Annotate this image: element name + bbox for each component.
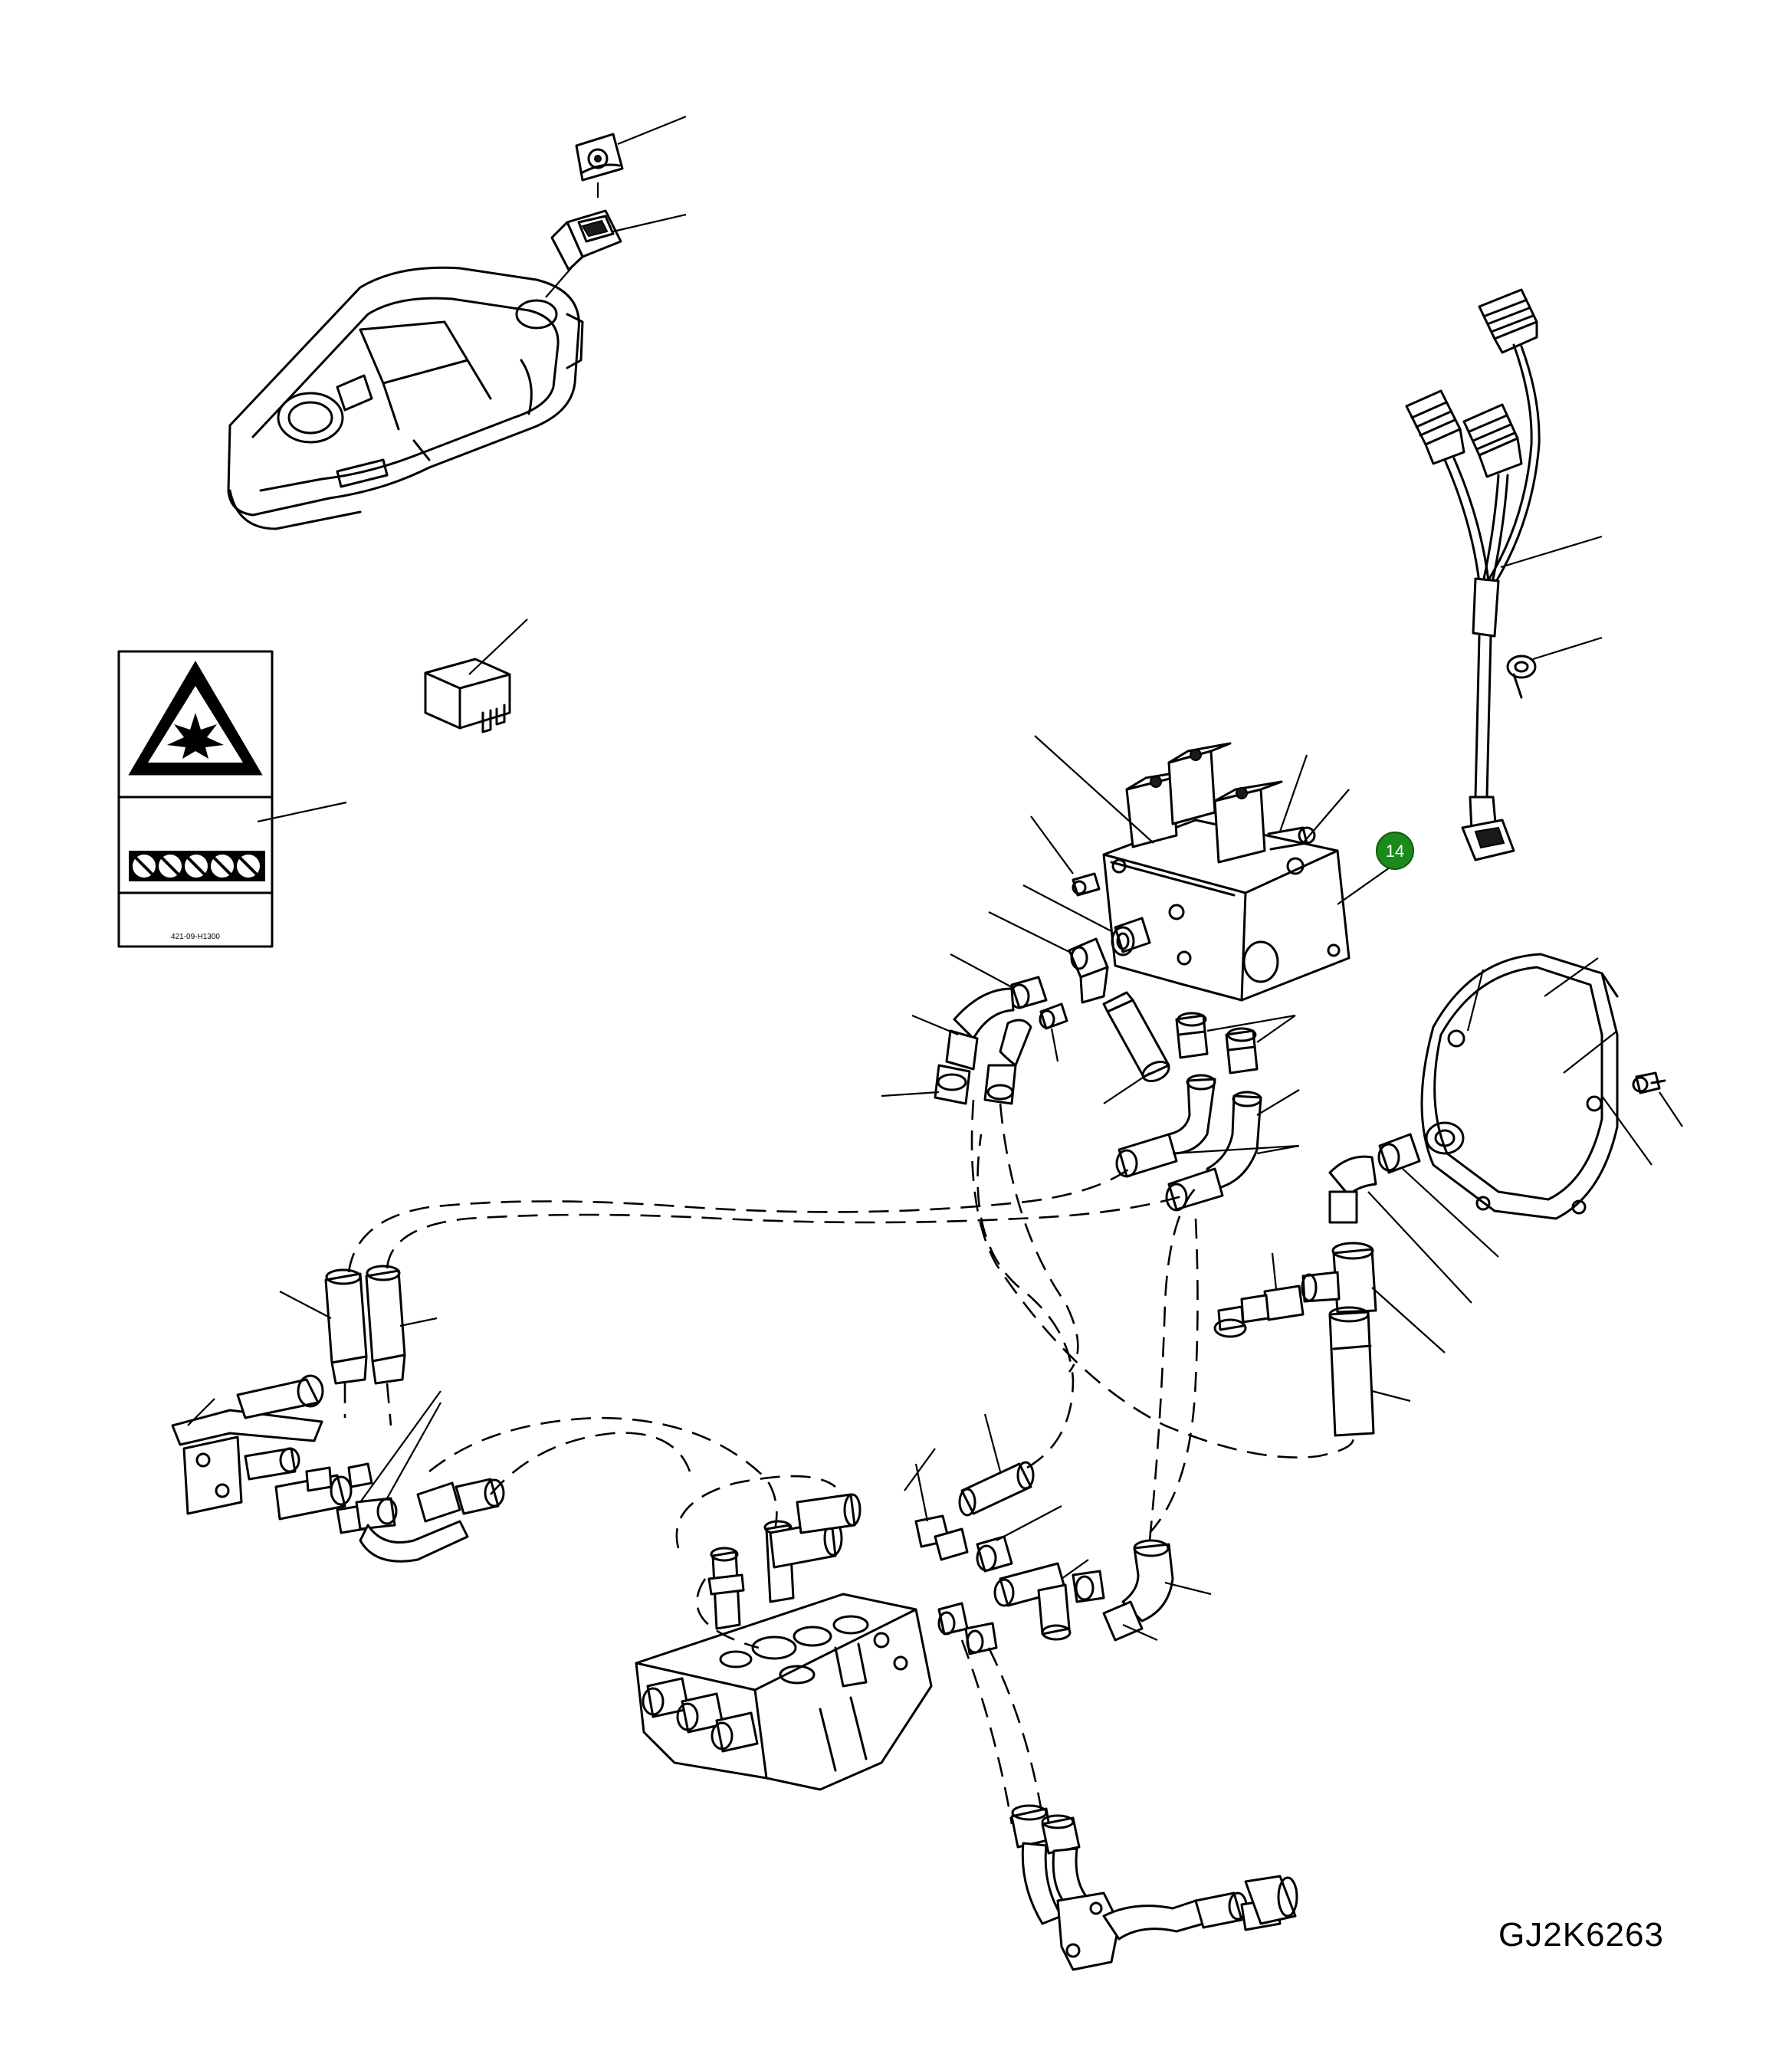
- hose-elbow-lower: [1102, 1539, 1174, 1642]
- harness-plug: [1461, 819, 1515, 861]
- elbow-fitting-lower: [914, 1514, 969, 1561]
- wiring-harness: [1405, 288, 1541, 861]
- filter-cylinder-2: [365, 1265, 406, 1385]
- accumulator-hose-end: [1328, 1306, 1375, 1437]
- cover-bolt: [1632, 1071, 1666, 1094]
- port-adapter-a: [1175, 1012, 1209, 1059]
- left-manifold-assembly: [171, 1374, 505, 1563]
- hose-elbow-right: [983, 1019, 1032, 1105]
- control-valve-bank: [635, 1593, 933, 1791]
- warning-label: 421-09-H1300: [117, 650, 274, 948]
- relay: [424, 658, 511, 733]
- inline-filter: [1102, 991, 1170, 1083]
- valve-bank-cylinder: [769, 1493, 862, 1569]
- harness-connector-1: [1478, 288, 1538, 354]
- solenoid-coil-3: [1213, 780, 1283, 864]
- drawing-code: GJ2K6263: [1498, 1916, 1664, 1954]
- cable-clip: [1506, 655, 1537, 699]
- callout-14-number: 14: [1386, 842, 1404, 861]
- dashboard-console: [227, 266, 584, 530]
- hose-elbow-left: [934, 987, 1015, 1105]
- solenoid-coil-2: [1167, 742, 1232, 825]
- port-fitting-1: [1111, 917, 1151, 956]
- adapter-fitting-1: [1009, 976, 1048, 1009]
- quick-coupler: [1213, 1284, 1305, 1338]
- cover-elbow: [1328, 1155, 1377, 1224]
- swivel-fitting: [976, 1535, 1013, 1573]
- warning-label-part-number: 421-09-H1300: [171, 933, 220, 941]
- port-adapter-b: [1225, 1027, 1259, 1075]
- inline-cylinder-lower: [958, 1461, 1035, 1517]
- tee-fitting-lower: [993, 1562, 1105, 1641]
- bolt-1: [1072, 872, 1101, 897]
- prohibition-icons: [129, 851, 265, 881]
- cover-port-fitting: [1377, 1133, 1421, 1174]
- filter-cylinder-1: [324, 1268, 368, 1385]
- explosion-warning-icon: [128, 661, 263, 776]
- elbow-fitting-1: [1068, 937, 1109, 1004]
- harness-connector-3: [1462, 403, 1523, 478]
- bottom-manifold-assembly: [1010, 1804, 1298, 1971]
- port-adapters-lower: [937, 1602, 998, 1655]
- valve-bank-fitting-1: [707, 1547, 745, 1630]
- hose-coupling-a: [1115, 1133, 1178, 1178]
- hose-end-a: [1167, 1074, 1216, 1155]
- tee-fitting: [1301, 1242, 1377, 1314]
- callout-14[interactable]: 14: [1376, 832, 1414, 870]
- switch-cap: [575, 133, 624, 182]
- rocker-switch: [550, 209, 622, 271]
- hose-coupling-b: [1165, 1167, 1224, 1212]
- harness-connector-2: [1405, 389, 1465, 465]
- cover-plate: [1420, 953, 1619, 1220]
- small-fitting: [1039, 1002, 1068, 1030]
- solenoid-valve-block: [1102, 742, 1351, 1002]
